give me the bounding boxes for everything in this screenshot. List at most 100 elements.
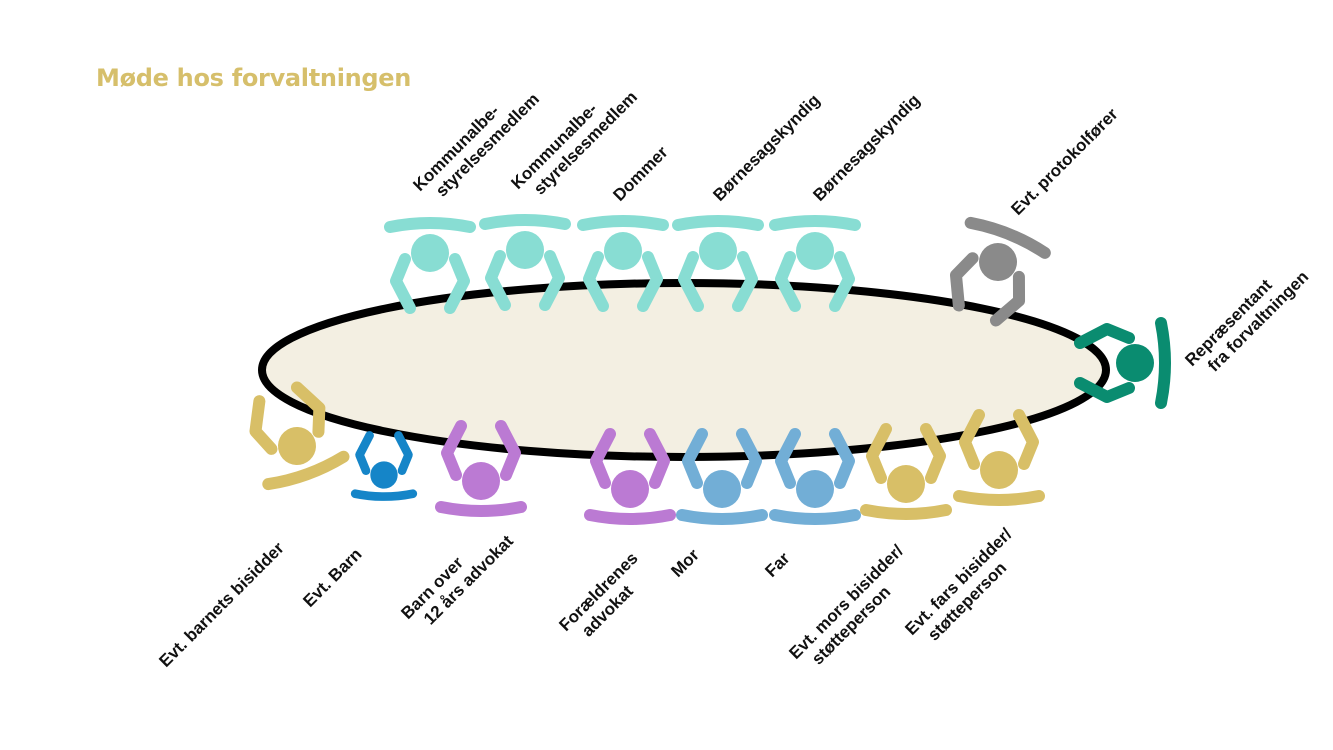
barnets-bisidder-icon <box>249 381 350 491</box>
barn-icon <box>350 431 418 501</box>
label-barnets-bisidder: Evt. barnets bisidder <box>155 538 288 671</box>
label-barn: Evt. Barn <box>299 545 365 611</box>
label-mors-bisidder: Evt. mors bisidder/støtteperson <box>785 541 921 677</box>
head <box>796 232 834 270</box>
arm-left <box>644 428 670 489</box>
label-line: Far <box>761 548 793 580</box>
far-icon <box>769 428 861 525</box>
label-line: Mor <box>667 545 703 581</box>
foraeldrenes-advokat-icon <box>584 428 676 525</box>
label-barn-over-12: Barn over12 års advokat <box>397 517 517 637</box>
chair-back <box>676 509 768 525</box>
fars-bisidder-icon <box>953 409 1045 506</box>
kommunalbestyrelsesmedlem-2-icon <box>479 214 571 311</box>
arm-right <box>1074 377 1135 403</box>
chair-back <box>262 450 350 491</box>
label-line: Evt. barnets bisidder <box>155 538 288 671</box>
arm-left <box>394 431 413 475</box>
barn-over-12-icon <box>435 420 527 517</box>
arm-right <box>444 253 470 314</box>
head <box>462 462 500 500</box>
head <box>1116 344 1154 382</box>
head <box>506 231 544 269</box>
chair-back <box>384 217 476 233</box>
chair-back <box>672 215 764 231</box>
arm-right <box>829 251 855 312</box>
label-line: Dommer <box>609 142 671 204</box>
arm-left <box>1013 409 1039 470</box>
arm-right <box>682 428 708 489</box>
label-line: Børnesagskyndig <box>709 91 823 205</box>
head <box>887 465 925 503</box>
label-far: Far <box>761 548 793 580</box>
label-foraeldrenes-advokat: Forældrenesadvokat <box>555 549 655 649</box>
arm-right <box>249 395 278 455</box>
label-mor: Mor <box>667 545 703 581</box>
label-fars-bisidder: Evt. fars bisidder/støtteperson <box>901 524 1030 653</box>
head <box>611 470 649 508</box>
mors-bisidder-icon <box>860 423 952 520</box>
chair-back <box>435 501 527 517</box>
chair-back <box>953 490 1045 506</box>
head <box>411 234 449 272</box>
repraesentant-icon <box>1074 317 1171 409</box>
arm-right <box>441 420 467 481</box>
dommer-icon <box>577 215 669 312</box>
arm-right <box>775 428 801 489</box>
meeting-table <box>258 279 1110 461</box>
arm-left <box>485 250 511 311</box>
head <box>604 232 642 270</box>
arm-left <box>949 252 979 312</box>
arm-right <box>637 251 663 312</box>
kommunalbestyrelsesmedlem-1-icon <box>384 217 476 314</box>
boernesagkyndig-1-icon <box>672 215 764 312</box>
head <box>980 451 1018 489</box>
chair-back <box>860 504 952 520</box>
arm-right <box>732 251 758 312</box>
arm-left <box>920 423 946 484</box>
chair-back <box>584 509 676 525</box>
label-line: Evt. mors bisidder/ <box>785 541 907 663</box>
label-line: Børnesagskyndig <box>809 91 923 205</box>
label-dommer: Dommer <box>609 142 671 204</box>
arm-left <box>290 381 326 438</box>
arm-right <box>539 250 565 311</box>
arm-right <box>989 270 1026 327</box>
arm-right <box>355 431 374 475</box>
head <box>979 243 1017 281</box>
chair-back <box>479 214 571 230</box>
label-boernesagkyndig-2: Børnesagskyndig <box>809 91 923 205</box>
chair-back <box>964 216 1051 259</box>
arm-right <box>959 409 985 470</box>
arm-left <box>495 420 521 481</box>
label-boernesagkyndig-1: Børnesagskyndig <box>709 91 823 205</box>
diagram-title: Møde hos forvaltningen <box>96 64 412 92</box>
chair-back <box>769 215 861 231</box>
arm-left <box>678 251 704 312</box>
chair-back <box>769 509 861 525</box>
chair-back <box>577 215 669 231</box>
head <box>796 470 834 508</box>
arm-left <box>583 251 609 312</box>
arm-left <box>736 428 762 489</box>
arm-left <box>390 253 416 314</box>
label-repraesentant: Repræsentantfra forvaltningen <box>1181 253 1312 384</box>
protokolfoerer-icon <box>949 216 1051 327</box>
mor-icon <box>676 428 768 525</box>
head <box>278 427 316 465</box>
label-line: Evt. protokolfører <box>1007 104 1122 219</box>
arm-left <box>829 428 855 489</box>
arm-right <box>866 423 892 484</box>
boernesagkyndig-2-icon <box>769 215 861 312</box>
arm-right <box>590 428 616 489</box>
head <box>699 232 737 270</box>
arm-left <box>775 251 801 312</box>
head <box>703 470 741 508</box>
chair-back <box>350 489 418 501</box>
chair-back <box>1155 317 1171 409</box>
label-line: Evt. Barn <box>299 545 365 611</box>
label-protokolfoerer: Evt. protokolfører <box>1007 104 1122 219</box>
arm-left <box>1074 323 1135 349</box>
